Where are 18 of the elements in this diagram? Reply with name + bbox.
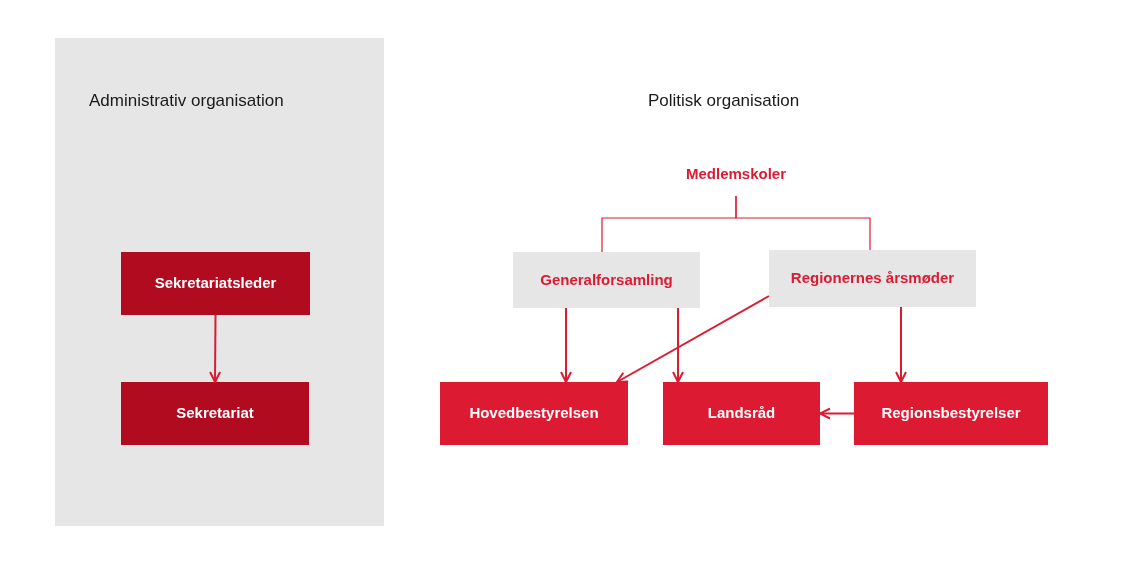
panel-background: [55, 38, 384, 526]
group-heading: Medlemskoler: [666, 162, 806, 186]
arrow: [819, 407, 855, 420]
connector-line: [735, 195, 871, 251]
process-box: Sekretariatsleder: [121, 252, 310, 315]
process-box: Regionernes årsmøder: [769, 250, 976, 307]
arrow: [209, 314, 222, 383]
arrow: [616, 295, 770, 383]
process-box: Generalforsamling: [513, 252, 700, 308]
arrow: [895, 306, 907, 383]
arrow: [560, 307, 572, 383]
process-box: Regionsbestyrelser: [854, 382, 1048, 445]
panel-heading: Administrativ organisation: [89, 90, 284, 112]
section-heading: Politisk organisation: [648, 90, 800, 112]
process-box: Sekretariat: [121, 382, 309, 445]
arrow: [672, 307, 684, 383]
process-box: Hovedbestyrelsen: [440, 382, 628, 445]
process-box: Landsråd: [663, 382, 820, 445]
